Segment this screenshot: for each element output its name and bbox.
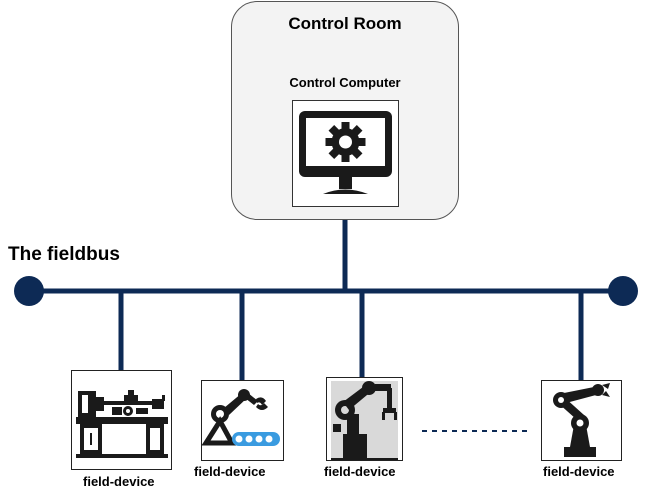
robot-arm-icon — [553, 383, 610, 457]
field-device-4 — [541, 380, 622, 461]
control-computer — [292, 100, 399, 207]
field-device-4-label: field-device — [543, 464, 615, 479]
control-room-box: Control Room Control Computer — [231, 1, 459, 220]
field-device-1-label: field-device — [83, 474, 155, 489]
fieldbus-label: The fieldbus — [8, 244, 120, 265]
field-device-3-label: field-device — [324, 464, 396, 479]
field-device-3 — [326, 377, 403, 461]
control-room-title: Control Room — [288, 14, 402, 33]
bus-end-dot-right — [608, 276, 638, 306]
industrial-robot-arm-icon — [331, 381, 398, 460]
monitor-gear-icon — [299, 111, 392, 194]
control-computer-label: Control Computer — [289, 75, 401, 90]
field-device-2-label: field-device — [194, 464, 266, 479]
lathe-machine-icon — [76, 390, 168, 458]
field-device-2 — [201, 380, 284, 461]
field-device-1 — [71, 370, 172, 470]
robot-arm-conveyor-icon — [201, 389, 280, 446]
bus-wiring — [29, 207, 623, 381]
bus-end-dot-left — [14, 276, 44, 306]
